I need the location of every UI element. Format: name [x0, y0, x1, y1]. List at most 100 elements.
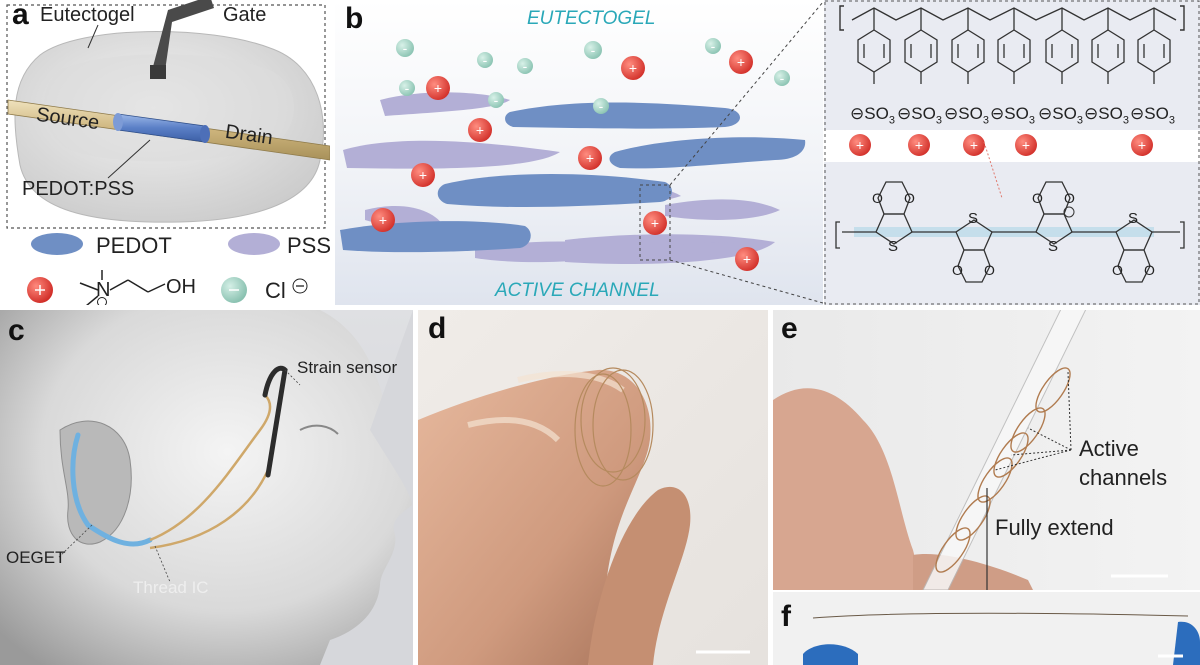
oxygen-atom: O: [1112, 262, 1123, 278]
panel-d: d: [418, 310, 768, 665]
cation: +: [411, 163, 435, 187]
svg-text:+: +: [419, 167, 427, 183]
cation: +: [643, 211, 667, 235]
oxygen-atom: O: [1064, 190, 1075, 206]
svg-text:+: +: [586, 150, 594, 166]
so3-label: ⊖SO3: [1084, 104, 1129, 127]
finger: [418, 369, 651, 665]
chloride-legend-label: Cl: [265, 278, 286, 303]
counter-cations: + + + + +: [849, 134, 1153, 156]
choline-structure: [79, 270, 166, 305]
thread-wire-lower: [149, 469, 270, 550]
svg-text:-: -: [403, 40, 408, 56]
glove-right: [1173, 621, 1200, 665]
so3-label: ⊖SO3: [944, 104, 989, 127]
finger-photo: [418, 310, 768, 665]
panel-a-illustration: [6, 0, 330, 229]
panel-label-f: f: [781, 600, 791, 633]
panel-b-illustration: + + + + + + + + + - - - - - - - - -: [335, 0, 823, 305]
thread-wire-upper: [149, 394, 272, 542]
anion: -: [584, 41, 602, 59]
panel-label-e: e: [781, 312, 798, 345]
svg-text:-: -: [483, 52, 488, 68]
cation: +: [735, 247, 759, 271]
cation: +: [426, 76, 450, 100]
extended-thread-photo: [773, 592, 1200, 665]
pss-region: [824, 0, 1200, 130]
oxygen-atom: O: [872, 190, 883, 206]
anion: -: [705, 38, 721, 54]
strain-sensor-label: Strain sensor: [297, 358, 398, 377]
oh-legend-label: OH: [166, 276, 196, 298]
eutectogel-film: [467, 371, 625, 443]
pedot-pss-label: PEDOT:PSS: [22, 178, 135, 200]
svg-text:+: +: [743, 251, 751, 267]
chem-inset: + + + + +: [824, 0, 1200, 305]
face-profile-bg: [320, 310, 413, 665]
panel-a: a Eutectogel Gate Source Drain PEDOT:PSS: [0, 0, 330, 305]
extended-thread: [812, 612, 1189, 619]
cation: +: [578, 146, 602, 170]
anion: -: [488, 92, 504, 108]
svg-text:+: +: [1022, 137, 1030, 153]
anion: -: [477, 52, 493, 68]
sulfur-atom: S: [1128, 210, 1139, 227]
svg-text:N: N: [96, 279, 110, 301]
panel-label-c: c: [8, 314, 25, 347]
pedot-swatch: [31, 233, 83, 255]
pedot-legend-label: PEDOT: [96, 233, 172, 258]
oxygen-atom: O: [952, 262, 963, 278]
svg-text:+: +: [434, 80, 442, 96]
channel-end-left: [113, 113, 123, 131]
oeget-label: OEGET: [6, 548, 66, 567]
ion-link: [983, 141, 1003, 199]
oxygen-atom: O: [1032, 190, 1043, 206]
eye: [299, 424, 339, 435]
thread-ic-label: Thread IC: [133, 578, 209, 597]
fingers: [773, 388, 923, 590]
panel-label-b: b: [345, 2, 364, 35]
so3-label: ⊖SO3: [990, 104, 1035, 127]
svg-text:+: +: [629, 60, 637, 76]
knuckle: [588, 486, 691, 665]
svg-text:-: -: [494, 92, 499, 108]
so3-label: ⊖SO3: [897, 104, 942, 127]
strain-sensor: [262, 365, 288, 478]
so3-label: ⊖SO3: [1038, 104, 1083, 127]
channel-pointer: [107, 139, 151, 179]
oxygen-atom: O: [1144, 262, 1155, 278]
panel-f: f: [773, 592, 1200, 665]
active-channel-region-label: ACTIVE CHANNEL: [495, 280, 660, 301]
anion: -: [396, 39, 414, 57]
ion-field: + + + + + + + + +: [371, 50, 759, 271]
fully-extend-label: Fully extend: [995, 515, 1114, 540]
pedot-chain: [835, 181, 1185, 283]
pss-swatch: [228, 233, 280, 255]
anion: -: [399, 80, 415, 96]
glass-tube: [922, 310, 1087, 590]
svg-text:-: -: [599, 98, 604, 114]
head-illustration: [0, 310, 413, 665]
panel-e: e Active channels Fully extend: [773, 310, 1200, 590]
head-silhouette: [0, 310, 413, 665]
active-channels-label-line1: Active: [1079, 436, 1139, 461]
helical-thread: [935, 367, 1071, 573]
oxygen-atom: O: [904, 190, 915, 206]
panel-a-frame: [6, 4, 326, 229]
anion-field: - - - - - - - - -: [396, 38, 790, 114]
svg-text:+: +: [476, 122, 484, 138]
zoom-region-box: [639, 184, 671, 261]
eutectogel-pointer: [87, 24, 99, 49]
svg-text:+: +: [970, 137, 978, 153]
svg-text:-: -: [523, 58, 528, 74]
glove-left: [803, 644, 858, 665]
benzene-rings: [857, 8, 1171, 84]
svg-text:-: -: [711, 38, 716, 54]
svg-text:-: -: [591, 42, 596, 58]
tube-photo: [773, 310, 1200, 590]
gate-tip: [150, 65, 166, 79]
pss-legend-label: PSS: [287, 233, 330, 258]
legend-graphics: N: [27, 233, 308, 305]
eutectogel-label: Eutectogel: [40, 4, 135, 26]
oeget-device: [70, 432, 153, 547]
